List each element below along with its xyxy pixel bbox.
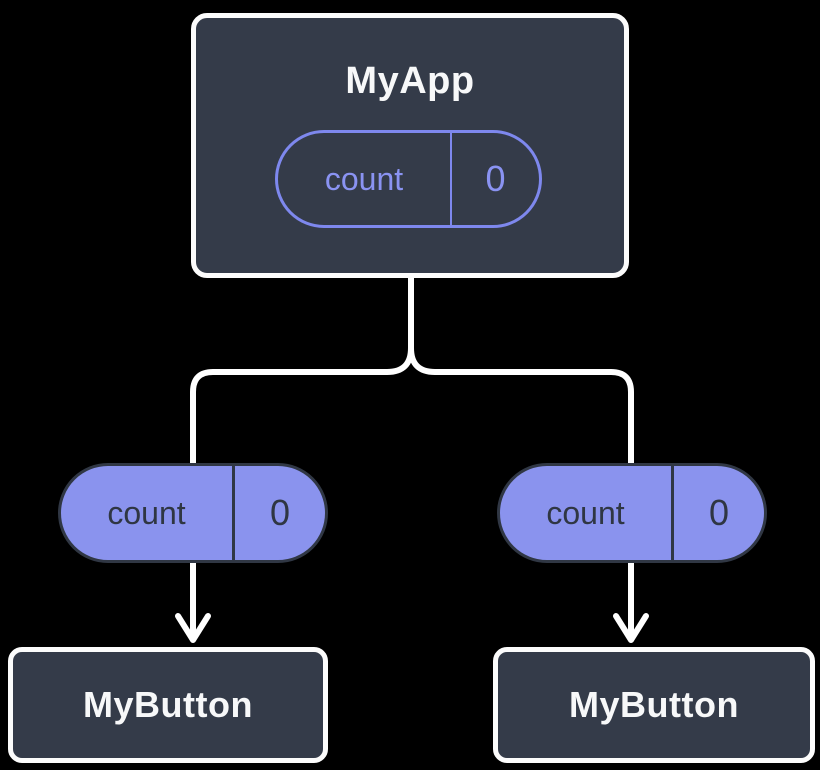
mybutton-left-node: MyButton [8, 647, 328, 763]
left-prop-value: 0 [269, 492, 291, 533]
right-prop-pill-divider [671, 466, 674, 560]
right-prop-label: count [546, 494, 625, 531]
arrowhead-left-icon [175, 613, 211, 643]
right-prop-value: 0 [708, 492, 730, 533]
left-prop-pill-divider [232, 466, 235, 560]
root-state-pill-divider [450, 133, 452, 225]
fork-line-left [190, 276, 414, 640]
mybutton-right-node: MyButton [493, 647, 815, 763]
left-prop-label: count [107, 494, 186, 531]
fork-line-right [408, 347, 634, 640]
myapp-node-label: MyApp [345, 60, 475, 102]
right-prop-pill: count 0 [497, 463, 767, 563]
arrowhead-right-icon [613, 613, 649, 643]
root-state-label: count [324, 160, 404, 197]
root-state-pill: count 0 [275, 130, 542, 228]
root-state-value: 0 [485, 158, 506, 199]
left-prop-pill: count 0 [58, 463, 328, 563]
myapp-node: MyApp count 0 [191, 13, 629, 278]
